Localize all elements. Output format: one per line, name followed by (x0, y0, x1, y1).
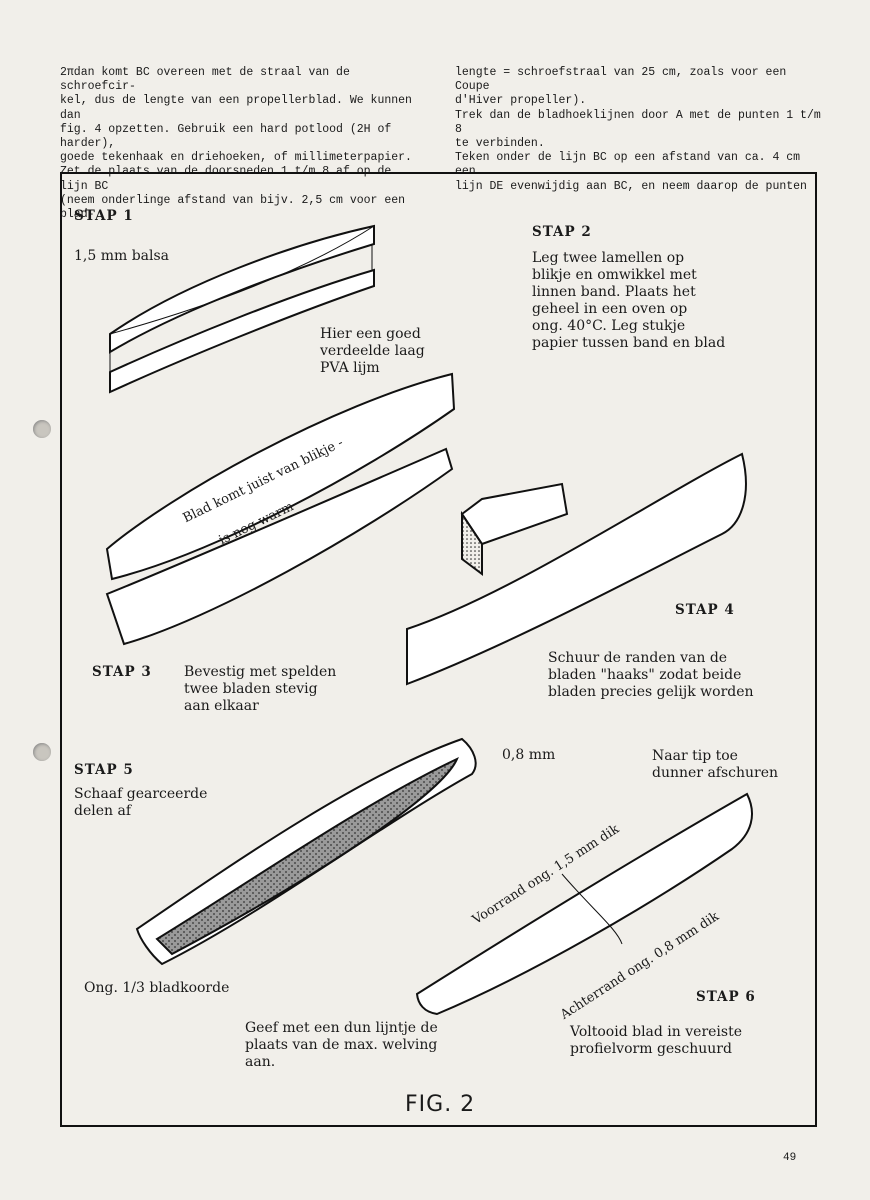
stap3-blade-top (105, 372, 456, 581)
stap6-text: Voltooid blad in vereiste profielvorm ge… (570, 1024, 742, 1057)
page-number: 49 (783, 1152, 797, 1164)
punch-hole-top (33, 420, 51, 438)
text-column-right: lengte = schroefstraal van 25 cm, zoals … (455, 66, 825, 194)
stap5-text: Schaaf gearceerde delen af (74, 786, 208, 819)
stap3-title: STAP 3 (92, 664, 152, 680)
stap6-note: Geef met een dun lijntje de plaats van d… (245, 1020, 438, 1070)
stap3-blade-bottom (105, 447, 454, 646)
figure-2-illustration: STAP 1 1,5 mm balsa Hier een goed verdee… (60, 172, 817, 1127)
punch-hole-bottom (33, 743, 51, 761)
figure-drawing (105, 224, 753, 1016)
stap6-blade (415, 792, 753, 1016)
stap4-text: Schuur de randen van de bladen "haaks" z… (548, 650, 754, 700)
stap5-blade (135, 737, 477, 966)
stap3-text: Bevestig met spelden twee bladen stevig … (184, 664, 337, 714)
stap4-sanding-block (460, 482, 569, 576)
stap5-chord-label: Ong. 1/3 bladkoorde (84, 980, 230, 996)
text-column-left: 2πdan komt BC overeen met de straal van … (60, 66, 420, 222)
stap1-label-balsa: 1,5 mm balsa (74, 248, 170, 264)
stap1-lamella-top (109, 224, 375, 354)
stap5-title: STAP 5 (74, 762, 134, 778)
paragraph-right: lengte = schroefstraal van 25 cm, zoals … (455, 66, 821, 193)
stap2-title: STAP 2 (532, 224, 592, 240)
stap5-dimension: 0,8 mm (502, 747, 556, 763)
stap1-label-glue: Hier een goed verdeelde laag PVA lijm (320, 326, 425, 376)
stap2-text: Leg twee lamellen op blikje en omwikkel … (532, 250, 726, 351)
paragraph-left: 2πdan komt BC overeen met de straal van … (60, 66, 412, 222)
stap1-lamella-bottom (109, 268, 375, 394)
stap4-blade (406, 452, 747, 686)
figure-caption: FIG. 2 (405, 1092, 476, 1117)
stap4-title: STAP 4 (675, 602, 735, 618)
stap1-title: STAP 1 (74, 208, 134, 224)
stap6-tip-text: Naar tip toe dunner afschuren (652, 748, 779, 781)
stap6-title: STAP 6 (696, 989, 756, 1005)
